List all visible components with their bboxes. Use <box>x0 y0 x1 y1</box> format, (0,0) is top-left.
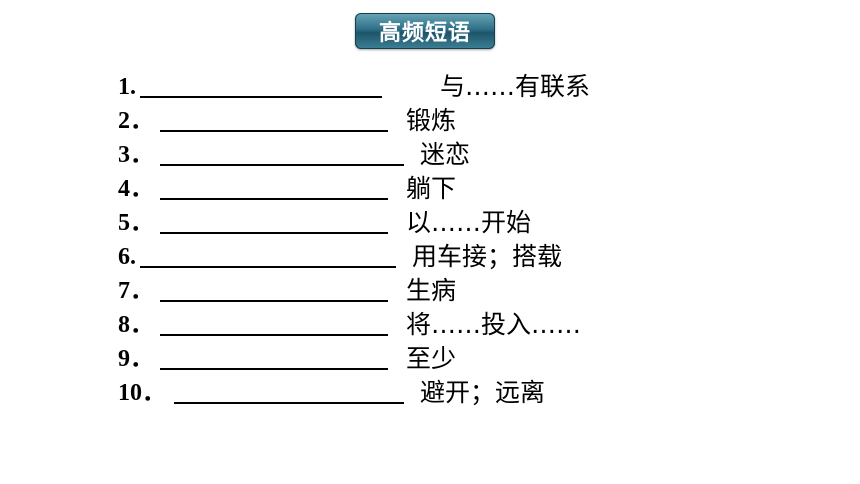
item-number: 5． <box>118 210 154 236</box>
item-number: 4． <box>118 176 154 202</box>
list-item: 1. 与……有联系 <box>118 70 838 104</box>
list-item: 8． 将……投入…… <box>118 308 838 342</box>
item-number: 7． <box>118 278 154 304</box>
item-meaning: 以……开始 <box>406 208 532 237</box>
item-meaning: 用车接；搭载 <box>412 242 563 271</box>
item-number: 3． <box>118 142 154 168</box>
item-number: 6. <box>118 244 136 270</box>
list-item: 6. 用车接；搭载 <box>118 240 838 274</box>
list-item: 2． 锻炼 <box>118 104 838 138</box>
item-meaning: 至少 <box>406 344 457 373</box>
section-title: 高频短语 <box>378 21 471 46</box>
answer-blank[interactable] <box>160 130 388 132</box>
answer-blank[interactable] <box>160 300 388 302</box>
answer-blank[interactable] <box>160 334 388 336</box>
item-meaning: 锻炼 <box>406 106 457 135</box>
list-item: 3． 迷恋 <box>118 138 838 172</box>
item-number: 8． <box>118 312 154 338</box>
answer-blank[interactable] <box>160 198 388 200</box>
item-meaning: 生病 <box>406 276 457 305</box>
answer-blank[interactable] <box>174 402 404 404</box>
list-item: 4． 躺下 <box>118 172 838 206</box>
answer-blank[interactable] <box>160 164 404 166</box>
answer-blank[interactable] <box>140 96 382 98</box>
item-meaning: 躺下 <box>406 174 457 203</box>
item-number: 2． <box>118 108 154 134</box>
item-meaning: 避开；远离 <box>420 378 546 407</box>
list-item: 7． 生病 <box>118 274 838 308</box>
answer-blank[interactable] <box>160 232 388 234</box>
answer-blank[interactable] <box>140 266 396 268</box>
item-number: 1. <box>118 74 136 100</box>
phrase-list: 1. 与……有联系 2． 锻炼 3． 迷恋 4． 躺下 5． 以……开始 6. … <box>118 70 838 410</box>
answer-blank[interactable] <box>160 368 388 370</box>
list-item: 5． 以……开始 <box>118 206 838 240</box>
section-title-badge: 高频短语 <box>355 13 495 49</box>
item-meaning: 迷恋 <box>420 140 471 169</box>
list-item: 10． 避开；远离 <box>118 376 838 410</box>
item-number: 9． <box>118 346 154 372</box>
item-number: 10． <box>118 380 166 406</box>
list-item: 9． 至少 <box>118 342 838 376</box>
item-meaning: 与……有联系 <box>440 72 591 101</box>
item-meaning: 将……投入…… <box>406 310 582 339</box>
